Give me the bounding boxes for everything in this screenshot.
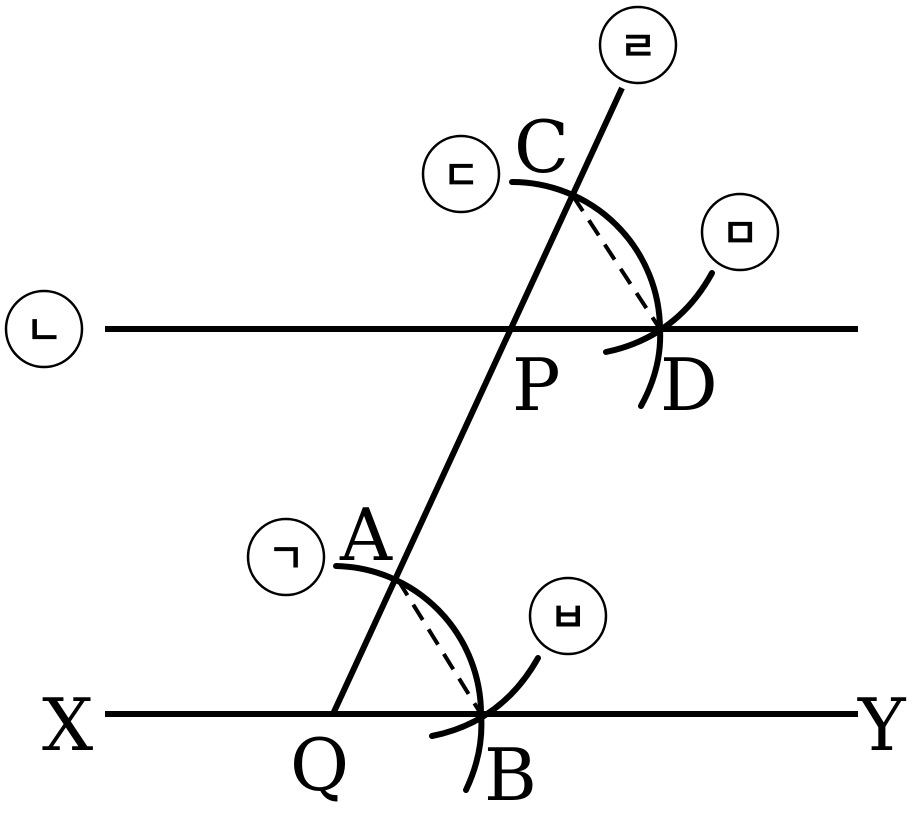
svg-text:ㄹ: ㄹ bbox=[620, 24, 657, 70]
label-d: D bbox=[660, 343, 718, 427]
label-a: A bbox=[339, 493, 393, 577]
step-marker-2: ㄴ bbox=[4, 289, 84, 369]
arc-lower-cross bbox=[429, 655, 541, 793]
label-p: P bbox=[512, 343, 560, 427]
arc-upper-cross bbox=[603, 270, 715, 409]
label-c: C bbox=[514, 105, 569, 189]
svg-text:ㅂ: ㅂ bbox=[550, 595, 587, 641]
chord-ab bbox=[396, 578, 483, 716]
label-b: B bbox=[484, 733, 537, 817]
step-marker-5: ㅁ bbox=[700, 192, 780, 272]
svg-text:ㄱ: ㄱ bbox=[268, 536, 305, 582]
step-marker-6: ㅂ bbox=[528, 576, 608, 656]
step-marker-1: ㄱ bbox=[246, 517, 326, 597]
arc-upper-main bbox=[509, 179, 663, 332]
label-x: X bbox=[42, 683, 93, 767]
svg-text:ㄷ: ㄷ bbox=[443, 153, 480, 199]
arc-lower-main bbox=[333, 563, 484, 717]
label-y: Y bbox=[857, 683, 907, 767]
step-marker-3: ㄷ bbox=[421, 134, 501, 214]
label-q: Q bbox=[290, 723, 349, 807]
svg-text:ㅁ: ㅁ bbox=[722, 211, 759, 257]
svg-text:ㄴ: ㄴ bbox=[26, 308, 63, 354]
step-marker-4: ㄹ bbox=[598, 5, 678, 85]
chord-cd bbox=[571, 194, 662, 331]
